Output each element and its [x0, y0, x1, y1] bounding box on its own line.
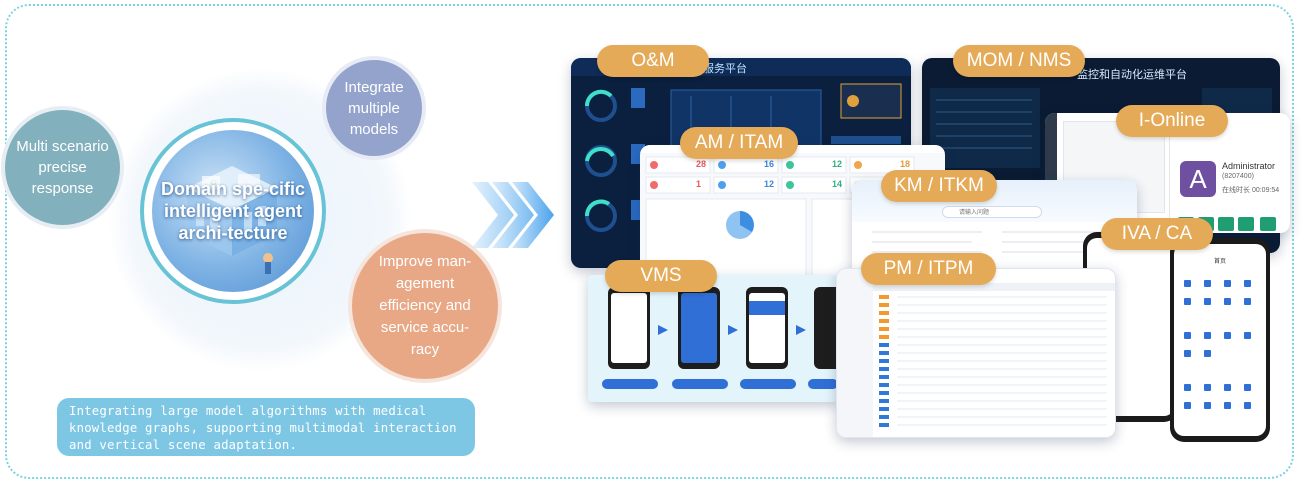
- label-am: AM / ITAM: [680, 127, 798, 159]
- iva-screen-title: 首页: [1213, 259, 1226, 265]
- dotted-frame: [5, 4, 1294, 479]
- vms-screen: [588, 275, 838, 402]
- mom-title: 监控和自动化运维平台: [1077, 69, 1187, 81]
- ionline-user-id: (8207400): [1222, 173, 1254, 180]
- ionline-screen: A Administrator (8207400) 在线时长 00:09:54: [1045, 113, 1290, 233]
- am-stat: 18: [900, 159, 911, 169]
- vms-flow-graphics: [602, 287, 838, 389]
- km-search-input[interactable]: 请输入问题: [942, 206, 1042, 218]
- label-mom: MOM / NMS: [953, 45, 1085, 77]
- am-stat: 12: [764, 179, 775, 189]
- bubble-integrate-models: Integrate multiple models: [326, 60, 422, 156]
- iva-app-grid-graphics: [1184, 280, 1251, 409]
- ionline-status: 在线时长 00:09:54: [1222, 187, 1280, 194]
- bubble-improve-efficiency: Improve man-agement efficiency and servi…: [352, 233, 498, 379]
- ionline-action-icon[interactable]: [1260, 217, 1276, 231]
- ionline-username: Administrator: [1222, 161, 1276, 171]
- bubble-improve-text: Improve man-agement efficiency and servi…: [378, 253, 472, 358]
- ionline-action-icon[interactable]: [1238, 217, 1254, 231]
- label-iva: IVA / CA: [1101, 218, 1213, 250]
- caption-box: Integrating large model algorithms with …: [57, 398, 475, 456]
- ionline-avatar: A: [1180, 161, 1216, 197]
- phone-iva: 首页: [1170, 238, 1270, 442]
- ionline-action-icon[interactable]: [1218, 217, 1234, 231]
- am-stat: 28: [696, 159, 707, 169]
- label-om: O&M: [597, 45, 709, 77]
- pm-table-graphics: [837, 269, 1115, 437]
- am-stat: 12: [832, 159, 843, 169]
- label-ionline: I-Online: [1116, 105, 1228, 137]
- isometric-building-icon: [187, 166, 277, 274]
- bubble-multi-text: Multi scenario precise response: [16, 138, 109, 197]
- core-title: Domain spe-cific intelligent agent archi…: [160, 179, 306, 243]
- am-stat: 1: [696, 179, 702, 189]
- core-circle: Domain spe-cific intelligent agent archi…: [152, 130, 314, 292]
- label-km: KM / ITKM: [881, 170, 997, 202]
- bubble-integrate-text: Integrate multiple models: [344, 78, 404, 138]
- label-vms: VMS: [605, 260, 717, 292]
- chevron-arrows-icon: [472, 182, 554, 248]
- am-dashboard-screen: 28 16 12 18 1 12 14 33: [640, 145, 945, 280]
- phone-iva-screen: 首页: [1174, 244, 1266, 436]
- am-stat: 16: [764, 159, 775, 169]
- bubble-multi-scenario: Multi scenario precise response: [5, 110, 120, 225]
- pm-table-screen: [836, 268, 1116, 438]
- label-pm: PM / ITPM: [861, 253, 996, 285]
- am-stat: 14: [832, 179, 843, 189]
